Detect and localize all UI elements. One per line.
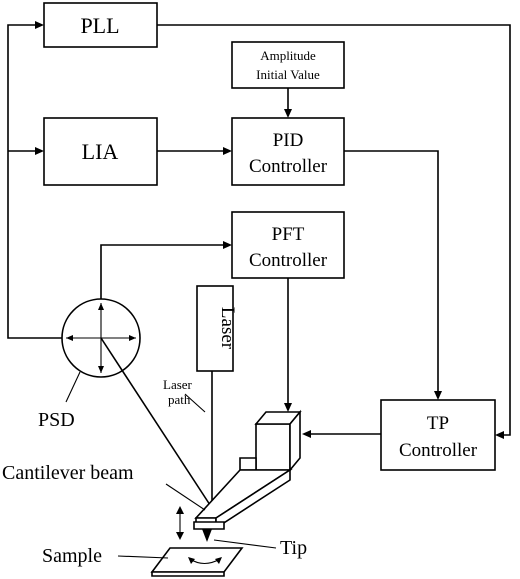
laser-block: Laser <box>196 285 238 372</box>
pid-to-tp-line <box>344 150 439 392</box>
cantilever-leader <box>165 483 206 511</box>
lia-block: LIA <box>43 117 158 186</box>
pll-block: PLL <box>43 2 158 48</box>
tp-right-input-arrow <box>495 431 504 439</box>
laser-path-label-line1: Laser <box>163 377 193 392</box>
cantilever-beam-label: Cantilever beam <box>2 462 134 484</box>
tip-leader <box>213 539 277 549</box>
sample-leader <box>117 555 169 559</box>
tp-label-line2: Controller <box>399 440 478 461</box>
laser-beam-reflected <box>100 337 213 509</box>
laser-path-label-line2: path <box>168 392 191 407</box>
tp-label-line1: TP <box>427 413 449 434</box>
pft-label-line1: PFT <box>272 224 305 245</box>
tp-controller-block: TP Controller <box>380 399 496 471</box>
pft-controller-block: PFT Controller <box>231 211 345 279</box>
probe-tip <box>202 529 212 542</box>
tp-output-arrow <box>302 430 311 438</box>
pid-input-arrow <box>223 147 232 155</box>
psd-label: PSD <box>38 409 75 431</box>
amplitude-label-line2: Initial Value <box>256 67 320 82</box>
pll-label: PLL <box>80 13 119 38</box>
sample-label: Sample <box>42 545 102 567</box>
laser-path-leader <box>184 393 206 413</box>
pft-input-arrow <box>223 241 232 249</box>
amplitude-arrow <box>284 109 292 118</box>
psd-leader-line <box>65 371 81 403</box>
laser-label: Laser <box>217 307 238 350</box>
tp-top-input-arrow <box>434 391 442 400</box>
sample-stage <box>150 547 244 577</box>
lia-input-arrow <box>35 147 44 155</box>
tip-label: Tip <box>280 537 307 559</box>
psd-to-pll-line <box>7 24 62 339</box>
pft-label-line2: Controller <box>249 250 328 271</box>
psd-to-pft-line <box>100 244 224 299</box>
amplitude-label-line1: Amplitude <box>260 48 316 63</box>
cantilever-holder <box>194 409 302 530</box>
lia-label: LIA <box>82 139 119 164</box>
z-motion-arrow <box>176 506 184 540</box>
amplitude-initial-value-block: Amplitude Initial Value <box>231 41 345 89</box>
cantilever-input-arrow <box>284 403 292 412</box>
pll-to-tp-line <box>157 24 511 436</box>
pll-input-arrow <box>35 21 44 29</box>
pid-controller-block: PID Controller <box>231 117 345 186</box>
pid-label-line1: PID <box>273 130 304 151</box>
pid-label-line2: Controller <box>249 156 328 177</box>
cantilever-beam <box>193 521 225 530</box>
